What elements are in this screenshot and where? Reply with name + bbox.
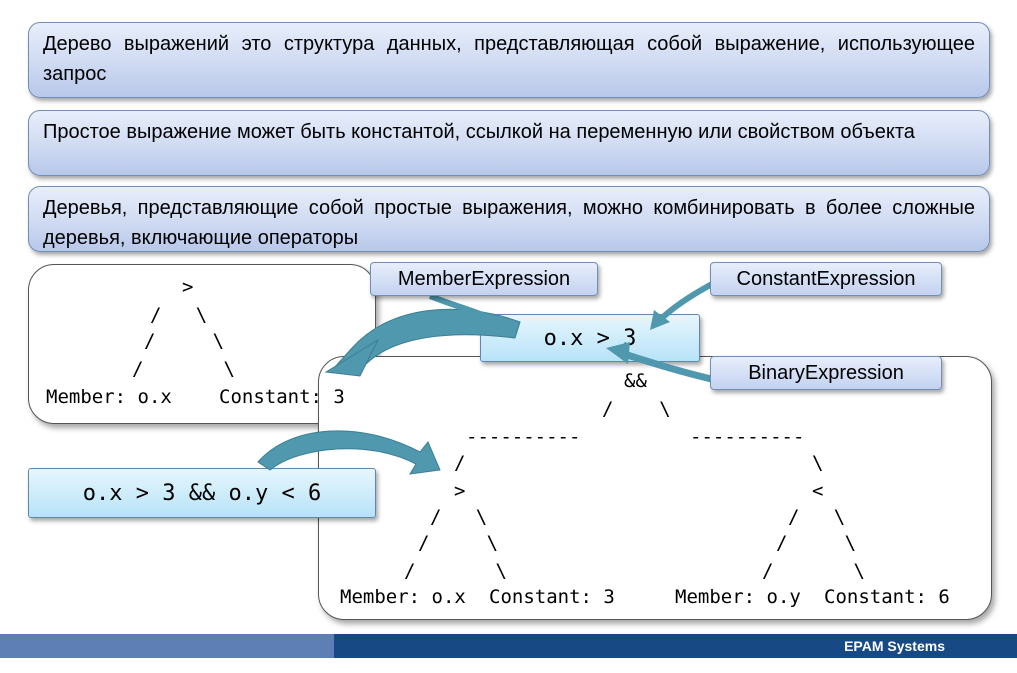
bullet-simple-expression: Простое выражение может быть константой,… <box>28 110 990 176</box>
bullet-definition: Дерево выражений это структура данных, п… <box>28 22 990 98</box>
tree-branch: / <box>454 452 466 474</box>
simple-tree-leaf-member: Member: o.x <box>46 386 172 408</box>
tree-branch: / \ <box>418 532 499 554</box>
combined-expression-box: o.x > 3 && o.y < 6 <box>28 468 376 518</box>
footer-brand: EPAM Systems <box>844 638 945 654</box>
tree-branch: / \ <box>132 358 235 380</box>
tree-branch: \ <box>812 452 824 474</box>
tree-branch: / \ <box>404 560 507 582</box>
tree-branch: ---------- <box>466 426 581 448</box>
member-expression-label: MemberExpression <box>370 262 598 296</box>
bullet-combining-trees: Деревья, представляющие собой простые вы… <box>28 186 990 252</box>
combined-tree-leaf-constant-3: Constant: 3 <box>489 586 615 608</box>
footer-bar-dark: EPAM Systems <box>334 634 1017 658</box>
combined-tree-root-operator: && <box>624 370 647 392</box>
combined-tree-right-operator: < <box>812 480 824 502</box>
tree-branch: / \ <box>776 532 857 554</box>
tree-branch: / \ <box>150 304 208 326</box>
tree-branch: / \ <box>144 330 225 352</box>
combined-tree-leaf-member-x: Member: o.x <box>340 586 466 608</box>
binary-expression-label: BinaryExpression <box>710 356 942 390</box>
simple-expression-box: o.x > 3 <box>480 314 700 362</box>
tree-branch: / \ <box>788 506 846 528</box>
combined-tree-leaf-constant-6: Constant: 6 <box>824 586 950 608</box>
combined-tree-panel <box>318 356 992 620</box>
tree-branch: ---------- <box>690 426 805 448</box>
tree-branch: / \ <box>430 506 488 528</box>
combined-tree-leaf-member-y: Member: o.y <box>675 586 801 608</box>
footer-bar-light <box>0 634 334 658</box>
tree-branch: / \ <box>762 560 865 582</box>
combined-tree-left-operator: > <box>454 480 466 502</box>
constant-expression-label: ConstantExpression <box>710 262 942 296</box>
tree-branch: / \ <box>602 398 671 420</box>
simple-tree-operator: > <box>182 276 194 298</box>
simple-tree-leaf-constant: Constant: 3 <box>219 386 345 408</box>
